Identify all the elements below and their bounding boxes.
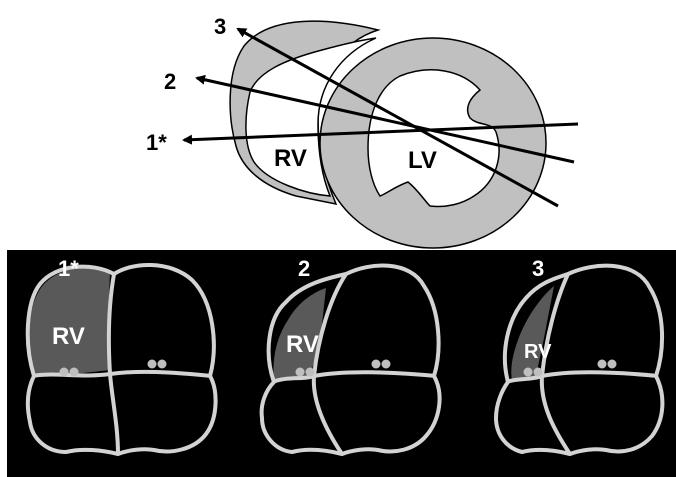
view-label-1: 1*: [58, 256, 79, 281]
plane-label-1: 1*: [146, 130, 167, 155]
plane-label-2: 2: [164, 69, 176, 94]
view-label-2: 2: [298, 256, 310, 281]
rv-label: RV: [52, 323, 85, 350]
lv-label-top: LV: [408, 147, 437, 174]
rv-label: RV: [286, 331, 319, 358]
plane-label-3: 3: [214, 14, 226, 39]
rv-label-top: RV: [274, 145, 307, 172]
view-label-3: 3: [532, 256, 544, 281]
rv-label: RV: [524, 341, 552, 363]
